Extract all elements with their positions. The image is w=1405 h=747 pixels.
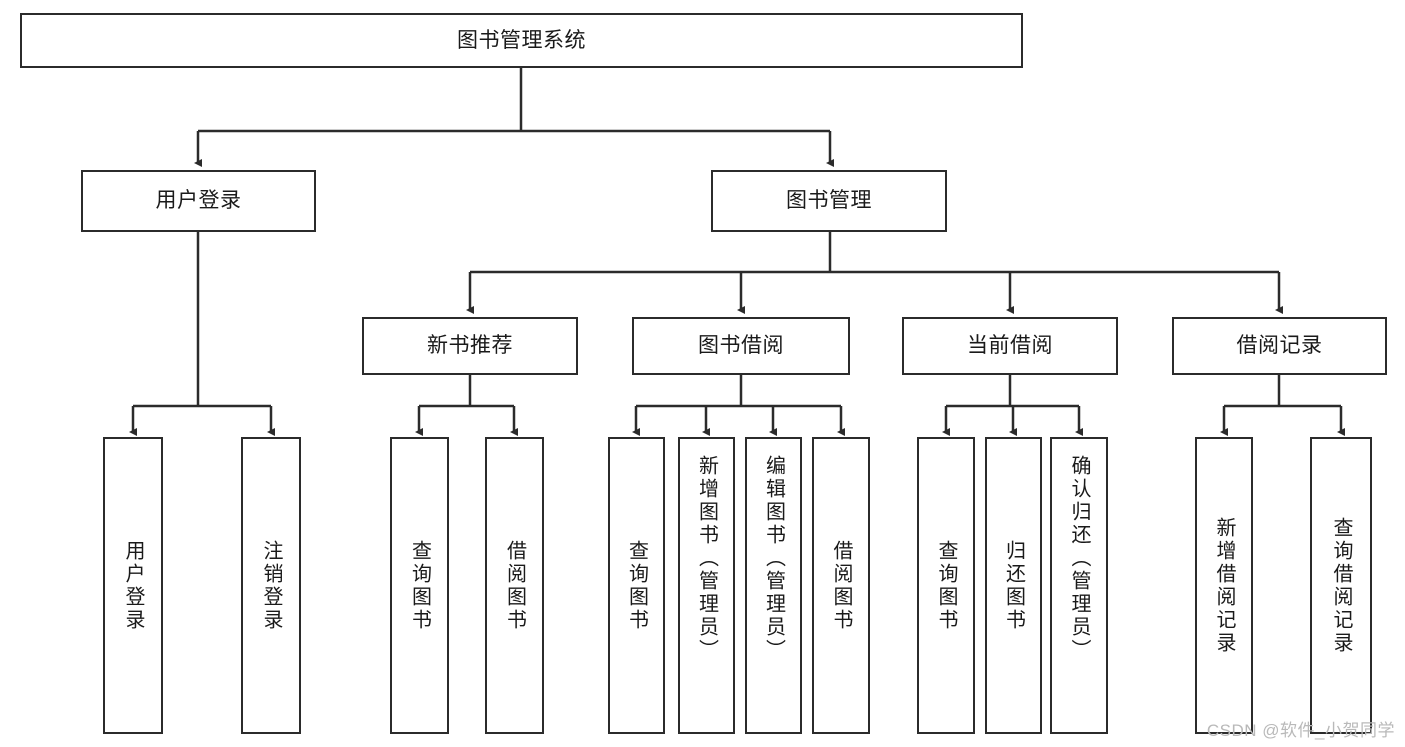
leaf-borrow-record-query[interactable]: 查询借阅记录: [1310, 437, 1372, 734]
csdn-watermark: CSDN @软件_小贺同学: [1206, 721, 1395, 740]
node-borrow-record[interactable]: 借阅记录: [1172, 317, 1387, 375]
node-label: 编辑图书（管理员）: [762, 455, 785, 662]
leaf-book-borrow-add[interactable]: 新增图书（管理员）: [678, 437, 735, 734]
node-new-book-recommend[interactable]: 新书推荐: [362, 317, 578, 375]
node-label: 图书管理: [786, 189, 872, 213]
node-label: 用户登录: [155, 189, 242, 213]
node-label: 注销登录: [260, 539, 282, 632]
node-label: 借阅图书: [830, 539, 852, 632]
node-label: 新增图书（管理员）: [695, 455, 718, 662]
leaf-new-book-query[interactable]: 查询图书: [390, 437, 449, 734]
node-label: 用户登录: [122, 539, 144, 632]
leaf-book-borrow-lend[interactable]: 借阅图书: [812, 437, 870, 734]
node-label: 借阅图书: [503, 539, 526, 632]
node-current-borrow[interactable]: 当前借阅: [902, 317, 1118, 375]
node-root-system[interactable]: 图书管理系统: [20, 13, 1023, 68]
leaf-current-borrow-confirm-return[interactable]: 确认归还（管理员）: [1050, 437, 1108, 734]
node-label: 确认归还（管理员）: [1068, 455, 1090, 662]
leaf-book-borrow-query[interactable]: 查询图书: [608, 437, 665, 734]
node-label: 图书借阅: [698, 334, 784, 358]
node-label: 借阅记录: [1236, 334, 1323, 358]
leaf-current-borrow-return[interactable]: 归还图书: [985, 437, 1042, 734]
leaf-user-login-signout[interactable]: 注销登录: [241, 437, 301, 734]
node-label: 新书推荐: [427, 334, 513, 358]
node-book-management[interactable]: 图书管理: [711, 170, 947, 232]
node-label: 查询图书: [625, 539, 648, 632]
leaf-borrow-record-add[interactable]: 新增借阅记录: [1195, 437, 1253, 734]
leaf-current-borrow-query[interactable]: 查询图书: [917, 437, 975, 734]
leaf-new-book-borrow[interactable]: 借阅图书: [485, 437, 544, 734]
node-label: 当前借阅: [967, 334, 1053, 358]
node-label: 图书管理系统: [457, 28, 586, 52]
node-label: 查询图书: [408, 539, 431, 632]
node-label: 查询借阅记录: [1330, 516, 1352, 655]
leaf-book-borrow-edit[interactable]: 编辑图书（管理员）: [745, 437, 802, 734]
node-label: 查询图书: [935, 539, 957, 632]
leaf-user-login-signin[interactable]: 用户登录: [103, 437, 163, 734]
node-book-borrow[interactable]: 图书借阅: [632, 317, 850, 375]
node-label: 新增借阅记录: [1213, 516, 1235, 655]
node-user-login[interactable]: 用户登录: [81, 170, 316, 232]
node-label: 归还图书: [1002, 539, 1025, 632]
